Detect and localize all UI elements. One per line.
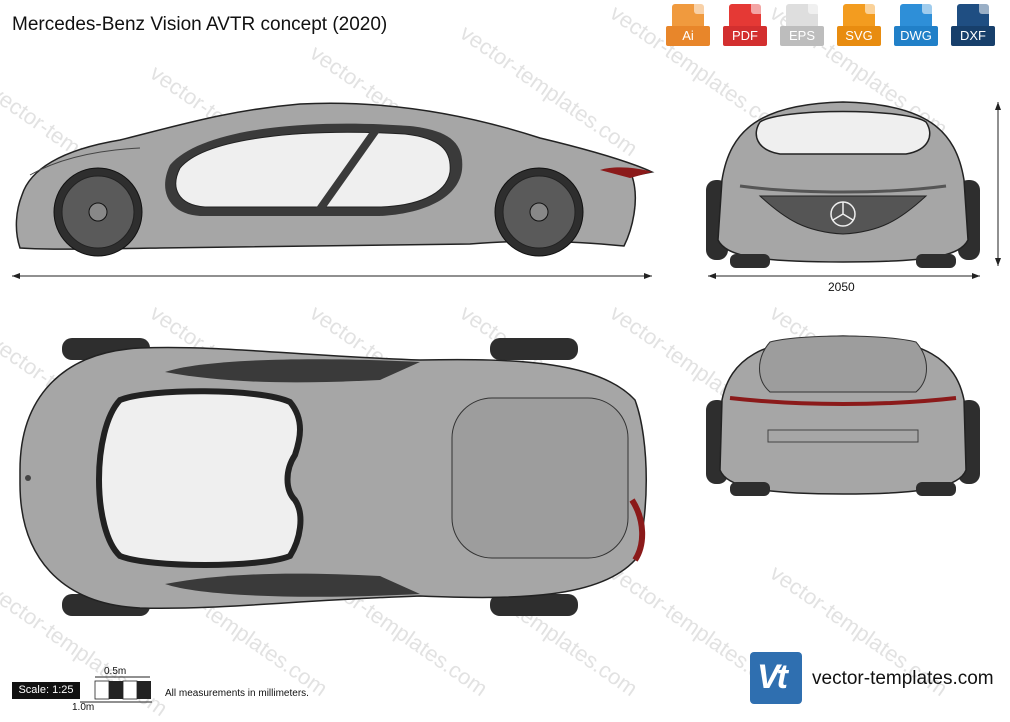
format-label-pdf: PDF [723,26,767,46]
measurement-note: All measurements in millimeters. [165,688,309,699]
brand-name[interactable]: vector-templates.com [812,668,994,689]
eps-file-icon[interactable]: EPS [780,4,824,50]
format-label-ai: Ai [666,26,710,46]
scale-label: Scale: 1:25 [12,682,80,699]
scale-half-meter: 0.5m [104,666,127,677]
scale-one-meter: 1.0m [72,702,95,713]
format-label-eps: EPS [780,26,824,46]
side-view [12,102,655,279]
brand-logo-text: Vt [757,658,788,696]
dxf-file-icon[interactable]: DXF [951,4,995,50]
pdf-file-icon[interactable]: PDF [723,4,767,50]
format-label-dxf: DXF [951,26,995,46]
format-label-dwg: DWG [894,26,938,46]
dwg-file-icon[interactable]: DWG [894,4,938,50]
top-view [19,338,647,616]
scale-bar [80,676,152,703]
svg-file-icon[interactable]: SVG [837,4,881,50]
front-view [706,101,1001,279]
ai-file-icon[interactable]: Ai [666,4,710,50]
format-label-svg: SVG [837,26,881,46]
rear-view [706,335,980,496]
width-dimension: 2050 [828,280,855,294]
page-title: Mercedes-Benz Vision AVTR concept (2020) [12,14,388,35]
vt-logo-icon[interactable]: Vt [750,652,802,704]
